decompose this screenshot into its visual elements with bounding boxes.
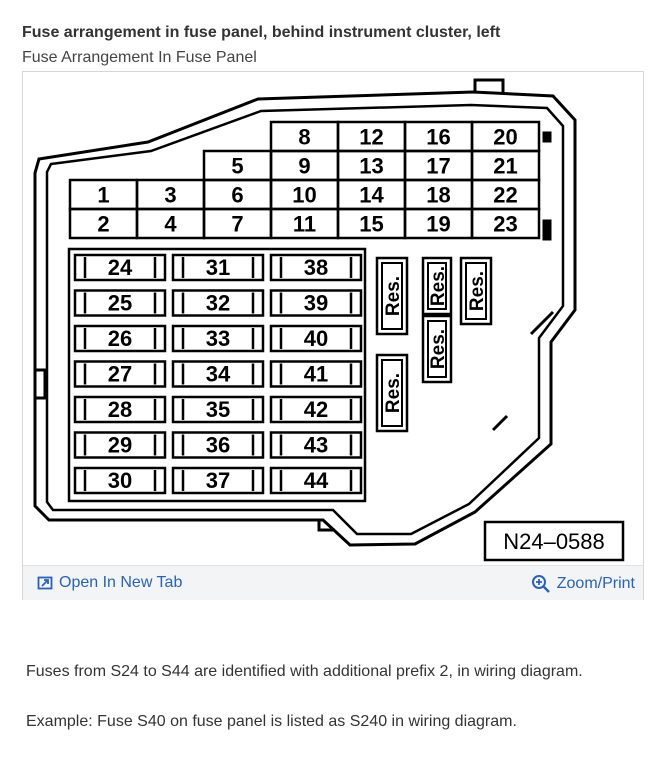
- relay-fuse-slot: 31: [171, 253, 265, 282]
- reserve-slot: Res.: [375, 256, 409, 336]
- relay-fuse-slot: 41: [269, 360, 363, 388]
- relay-fuse-slot: 27: [73, 360, 167, 388]
- relay-fuse-number: 24: [108, 255, 133, 280]
- fuse-number: 22: [493, 183, 517, 208]
- fuse-number: 6: [231, 183, 243, 208]
- fuse-number: 23: [493, 212, 517, 237]
- code-label-box: [483, 520, 625, 562]
- fuse-number: 17: [426, 154, 450, 179]
- fuse-number: 9: [298, 154, 310, 179]
- relay-fuse-slot: 40: [269, 324, 363, 353]
- fuse-number: 18: [426, 183, 450, 208]
- relay-fuse-slot: 44: [269, 466, 363, 495]
- open-new-tab-icon: [37, 576, 53, 590]
- fuse-number: 2: [97, 212, 109, 237]
- relay-fuse-number: 36: [206, 433, 230, 458]
- figure-toolbar: Open In New Tab Zoom/Print: [23, 565, 643, 600]
- reserve-label: Res.: [428, 329, 449, 369]
- relay-fuse-number: 41: [304, 362, 328, 387]
- zoom-print-link[interactable]: Zoom/Print: [531, 574, 635, 594]
- relay-fuse-slot: 29: [73, 431, 167, 459]
- relay-fuse-number: 33: [206, 326, 230, 351]
- relay-fuse-slot: 25: [73, 289, 167, 317]
- reserve-label: Res.: [428, 266, 449, 306]
- reserve-slot: Res.: [375, 353, 409, 433]
- fuse-number: 16: [426, 125, 450, 150]
- fuse-number: 11: [293, 212, 316, 237]
- relay-fuse-slot: 26: [73, 324, 167, 353]
- relay-fuse-slot: 38: [269, 253, 363, 282]
- reserve-label: Res.: [383, 276, 404, 316]
- fuse-number: 12: [359, 125, 383, 150]
- fuse-number: 20: [493, 125, 517, 150]
- relay-fuse-number: 29: [108, 433, 132, 458]
- relay-fuse-number: 44: [304, 468, 329, 493]
- fuse-number: 8: [298, 125, 310, 150]
- fuse-number: 15: [359, 212, 383, 237]
- page-title: Fuse arrangement in fuse panel, behind i…: [22, 24, 501, 41]
- relay-fuse-number: 32: [206, 291, 230, 316]
- zoom-print-label: Zoom/Print: [556, 575, 635, 592]
- reserve-label: Res.: [383, 373, 404, 413]
- relay-fuse-number: 27: [108, 362, 132, 387]
- relay-fuse-number: 39: [304, 291, 328, 316]
- relay-fuse-number: 42: [304, 397, 328, 422]
- relay-fuse-number: 35: [206, 397, 230, 422]
- relay-fuse-slot: 39: [269, 289, 363, 317]
- reserve-slot: Res.: [459, 256, 493, 326]
- fuse-number: 14: [359, 183, 384, 208]
- relay-fuse-slot: 33: [171, 324, 265, 353]
- fuse-number: 10: [292, 183, 316, 208]
- fuse-number: 13: [359, 154, 383, 179]
- reserve-label: Res.: [467, 271, 488, 311]
- relay-fuse-slot: 28: [73, 395, 167, 424]
- relay-fuse-slot: 34: [171, 360, 265, 388]
- relay-fuse-slot: 37: [171, 466, 265, 495]
- fuse-number: 1: [97, 183, 109, 208]
- figure-subtitle: Fuse Arrangement In Fuse Panel: [22, 49, 257, 66]
- fuse-number: 7: [231, 212, 243, 237]
- open-in-new-tab-link[interactable]: Open In New Tab: [37, 574, 182, 592]
- diagram-code-label: N24–0588: [503, 529, 605, 554]
- relay-fuse-number: 38: [304, 255, 328, 280]
- fuse-number: 4: [164, 212, 177, 237]
- relay-fuse-number: 40: [304, 326, 328, 351]
- relay-fuse-slot: 35: [171, 395, 265, 424]
- reserve-slot: Res.: [421, 314, 453, 384]
- relay-fuse-number: 28: [108, 397, 132, 422]
- relay-fuse-slot: 24: [73, 253, 167, 282]
- note-prefix: Fuses from S24 to S44 are identified wit…: [26, 663, 583, 680]
- fuse-number: 21: [493, 154, 517, 179]
- relay-fuse-number: 31: [206, 255, 230, 280]
- relay-fuse-slot: 42: [269, 395, 363, 424]
- relay-fuse-slot: 32: [171, 289, 265, 317]
- note-example: Example: Fuse S40 on fuse panel is liste…: [26, 713, 517, 730]
- reserve-slot: Res.: [421, 256, 453, 316]
- relay-fuse-slot: 43: [269, 431, 363, 459]
- relay-fuse-number: 25: [108, 291, 132, 316]
- relay-fuse-number: 34: [206, 362, 231, 387]
- relay-fuse-slot: 36: [171, 431, 265, 459]
- fuse-number: 19: [426, 212, 450, 237]
- relay-fuse-number: 37: [206, 468, 230, 493]
- fuse-slot: [470, 207, 541, 240]
- relay-fuse-number: 26: [108, 326, 132, 351]
- zoom-icon: [531, 575, 550, 593]
- relay-fuse-number: 43: [304, 433, 328, 458]
- relay-fuse-slot: 30: [73, 466, 167, 495]
- fuse-number: 3: [164, 183, 176, 208]
- relay-block-frame: [67, 247, 367, 503]
- open-in-new-tab-label: Open In New Tab: [59, 574, 183, 591]
- fuse-number: 5: [231, 154, 243, 179]
- relay-fuse-number: 30: [108, 468, 132, 493]
